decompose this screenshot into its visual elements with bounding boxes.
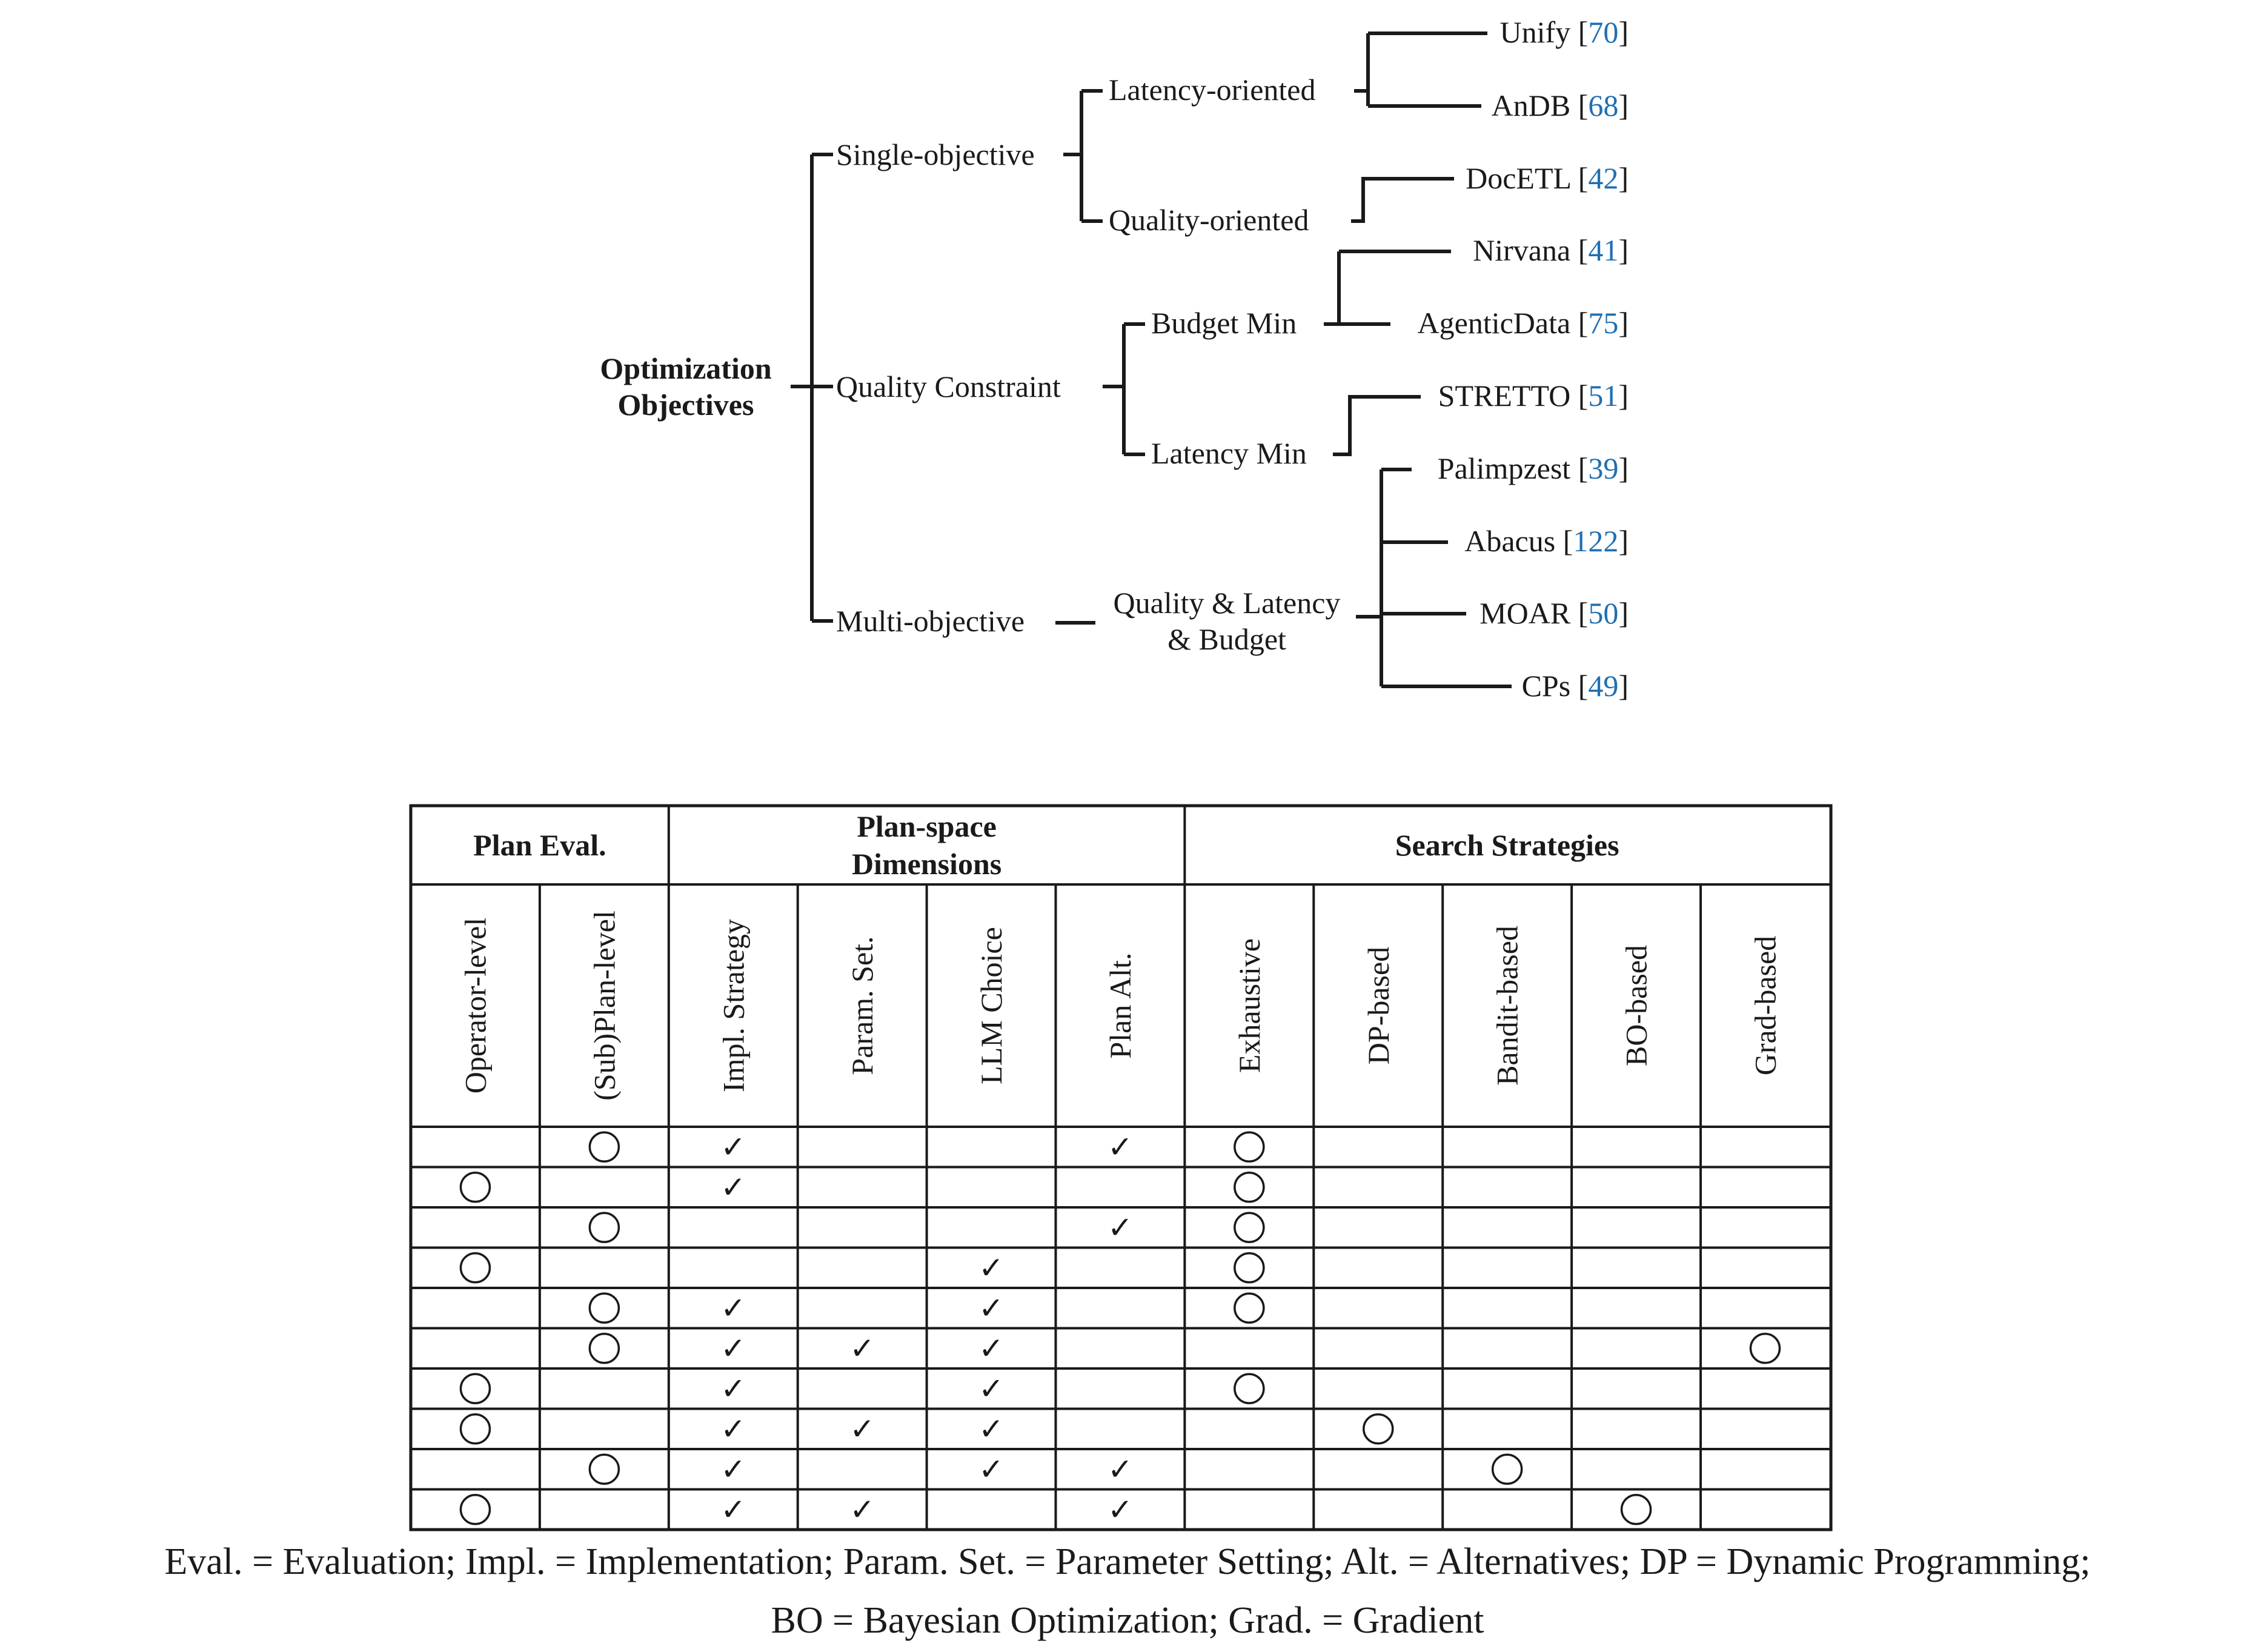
- cell-check-mark: ✓: [1108, 1210, 1133, 1244]
- leaf-cps: CPs [49]: [1522, 669, 1629, 703]
- leaf-line-stretto: [1333, 395, 1421, 456]
- cell-circle-marker: [1749, 1333, 1781, 1364]
- cell-check-mark: ✓: [978, 1291, 1004, 1325]
- cell-circle-marker: [588, 1131, 620, 1163]
- quality-latency-budget-label-line1: Quality & Latency: [1114, 586, 1341, 620]
- ref-andb: 68: [1588, 88, 1618, 122]
- cell-check-mark: ✓: [978, 1452, 1004, 1486]
- cell-check-mark: ✓: [720, 1493, 746, 1527]
- cell-check-mark: ✓: [978, 1372, 1004, 1405]
- cell-circle-marker: [588, 1333, 620, 1364]
- column-header-4: LLM Choice: [974, 927, 1008, 1084]
- column-header-0: Operator-level: [458, 918, 492, 1094]
- column-header-7: DP-based: [1361, 947, 1395, 1064]
- cell-circle-marker: [1363, 1413, 1394, 1445]
- ref-agenticdata: 75: [1588, 306, 1618, 340]
- cell-circle-marker: [588, 1212, 620, 1243]
- latency-min-label: Latency Min: [1151, 436, 1307, 470]
- cell-check-mark: ✓: [849, 1493, 875, 1527]
- cell-check-mark: ✓: [1108, 1493, 1133, 1527]
- column-header-3: Param. Set.: [845, 936, 879, 1075]
- root-label-line1: Optimization: [600, 351, 772, 385]
- cell-circle-marker: [1234, 1131, 1265, 1163]
- root-label-line2: Objectives: [618, 388, 754, 422]
- ref-nirvana: 41: [1588, 233, 1618, 267]
- cell-circle-marker: [459, 1413, 491, 1445]
- quality-constraint-label: Quality Constraint: [836, 370, 1061, 403]
- ref-unify: 70: [1588, 15, 1618, 49]
- leaf-line-docetl: [1351, 177, 1454, 223]
- leaf-abacus: Abacus [122]: [1464, 524, 1629, 558]
- group-header-1: Dimensions: [852, 847, 1001, 881]
- cell-circle-marker: [1234, 1212, 1265, 1243]
- group-header-0: Plan Eval.: [473, 828, 606, 862]
- group-header-1: Plan-space: [857, 809, 997, 843]
- multi-objective-label: Multi-objective: [836, 604, 1025, 638]
- leaf-docetl: DocETL [42]: [1466, 161, 1629, 195]
- budget-min-label: Budget Min: [1151, 306, 1297, 340]
- quality-latency-budget-label-line2: & Budget: [1167, 622, 1286, 656]
- cell-circle-marker: [1234, 1172, 1265, 1203]
- cell-check-mark: ✓: [1108, 1130, 1133, 1164]
- cell-check-mark: ✓: [978, 1332, 1004, 1365]
- cell-check-mark: ✓: [720, 1372, 746, 1405]
- cell-check-mark: ✓: [720, 1332, 746, 1365]
- latency-oriented-label: Latency-oriented: [1109, 73, 1315, 107]
- cell-circle-marker: [588, 1292, 620, 1324]
- cell-circle-marker: [459, 1494, 491, 1525]
- ref-abacus: 122: [1573, 524, 1618, 558]
- column-header-10: Grad-based: [1748, 936, 1782, 1075]
- leaf-andb: AnDB [68]: [1492, 88, 1629, 122]
- cell-circle-marker: [459, 1252, 491, 1284]
- column-header-5: Plan Alt.: [1103, 952, 1137, 1058]
- cell-check-mark: ✓: [720, 1130, 746, 1164]
- cell-circle-marker: [1234, 1252, 1265, 1284]
- objectives-tree: Optimization Objectives Single-objective…: [600, 15, 1629, 703]
- cell-check-mark: ✓: [978, 1251, 1004, 1285]
- column-header-9: BO-based: [1619, 945, 1653, 1066]
- column-header-6: Exhaustive: [1232, 938, 1266, 1073]
- ref-moar: 50: [1588, 596, 1618, 630]
- cell-circle-marker: [1234, 1373, 1265, 1404]
- cell-circle-marker: [459, 1172, 491, 1203]
- cell-circle-marker: [459, 1373, 491, 1404]
- abbreviation-footnote: Eval. = Evaluation; Impl. = Implementati…: [165, 1541, 2091, 1641]
- leaf-agenticdata: AgenticData [75]: [1418, 306, 1629, 340]
- ref-cps: 49: [1588, 669, 1618, 703]
- column-header-2: Impl. Strategy: [716, 919, 750, 1092]
- group-header-2: Search Strategies: [1395, 828, 1619, 862]
- ref-stretto: 51: [1588, 379, 1618, 413]
- ref-docetl: 42: [1588, 161, 1618, 195]
- cell-check-mark: ✓: [849, 1332, 875, 1365]
- column-header-1: (Sub)Plan-level: [587, 911, 621, 1101]
- cell-circle-marker: [588, 1453, 620, 1485]
- column-header-8: Bandit-based: [1490, 926, 1524, 1086]
- cell-check-mark: ✓: [720, 1291, 746, 1325]
- cell-check-mark: ✓: [720, 1170, 746, 1204]
- quality-oriented-label: Quality-oriented: [1109, 203, 1309, 237]
- cell-check-mark: ✓: [720, 1412, 746, 1446]
- leaf-nirvana: Nirvana [41]: [1473, 233, 1629, 267]
- footnote-line2: BO = Bayesian Optimization; Grad. = Grad…: [771, 1600, 1484, 1641]
- leaf-unify: Unify [70]: [1500, 15, 1629, 49]
- single-objective-label: Single-objective: [836, 138, 1035, 171]
- cell-circle-marker: [1491, 1453, 1523, 1485]
- cell-circle-marker: [1620, 1494, 1652, 1525]
- cell-check-mark: ✓: [978, 1412, 1004, 1446]
- cell-circle-marker: [1234, 1292, 1265, 1324]
- cell-check-mark: ✓: [1108, 1452, 1133, 1486]
- ref-palimpzest: 39: [1588, 451, 1618, 485]
- leaf-palimpzest: Palimpzest [39]: [1438, 451, 1629, 485]
- footnote-line1: Eval. = Evaluation; Impl. = Implementati…: [165, 1541, 2091, 1582]
- leaf-stretto: STRETTO [51]: [1438, 379, 1629, 413]
- cell-check-mark: ✓: [849, 1412, 875, 1446]
- cell-check-mark: ✓: [720, 1452, 746, 1486]
- leaf-moar: MOAR [50]: [1480, 596, 1629, 630]
